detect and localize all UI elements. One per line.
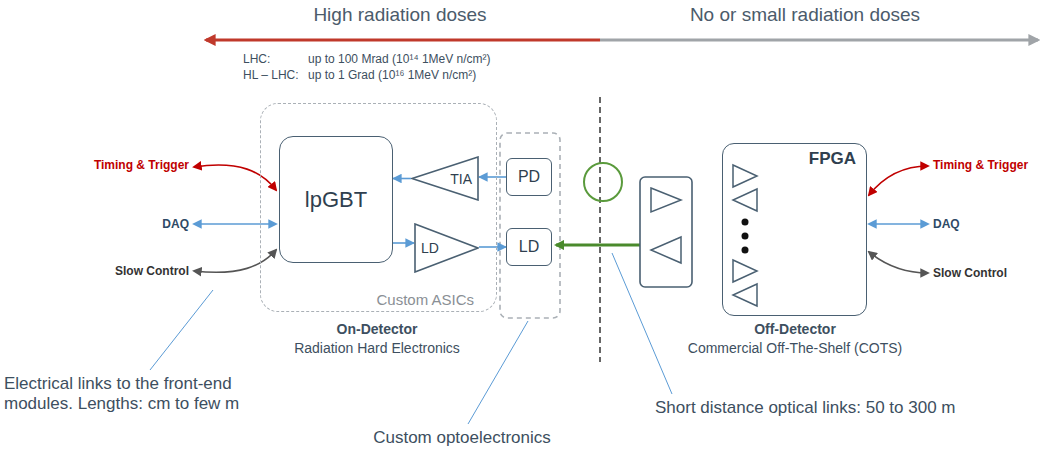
dose-value: up to 100 Mrad (10¹⁴ 1MeV n/cm²) [308, 52, 568, 66]
timing-link [869, 166, 928, 195]
section-title: On-Detector [247, 321, 507, 338]
receiver-symbol [733, 189, 757, 211]
region-heading: High radiation doses [240, 4, 560, 27]
receiver-symbol [651, 237, 681, 263]
signal-arrow [393, 242, 414, 244]
boundary-line [599, 97, 601, 362]
timing-link [194, 165, 276, 190]
ellipsis-dot [742, 219, 749, 226]
laser-box: LD [506, 228, 552, 266]
dose-value: up to 1 Grad (10¹⁶ 1MeV n/cm²) [308, 68, 568, 82]
annotation-note: Custom optoelectronics [322, 428, 602, 448]
device-name: LD [519, 238, 539, 256]
fiber-loop [584, 163, 622, 201]
signal-arrow [393, 178, 411, 180]
radiation-arrow [600, 39, 1038, 42]
machine-name: HL – LHC: [243, 68, 305, 82]
amplifier-name: LD [421, 240, 439, 256]
amplifier-symbol: TIA [411, 156, 479, 201]
region-heading: No or small radiation doses [625, 4, 985, 27]
optical-fiber [556, 244, 640, 247]
leader-line [468, 321, 528, 424]
signal-name: DAQ [933, 217, 1045, 231]
receiver-symbol [733, 284, 757, 306]
chip-box: lpGBT [279, 136, 393, 263]
ellipsis-dot [742, 247, 749, 254]
group-title: Custom ASICs [376, 291, 474, 308]
optoelectronics-box [500, 133, 560, 318]
signal-name: Slow Control [933, 266, 1045, 280]
signal-arrow [479, 176, 506, 178]
driver-symbol [733, 260, 757, 282]
daq-link [194, 223, 276, 225]
chip-name: lpGBT [305, 187, 367, 213]
driver-symbol [651, 188, 681, 212]
radiation-arrow [206, 39, 600, 42]
signal-name: Timing & Trigger [9, 158, 189, 172]
leader-line [150, 290, 213, 370]
signal-arrow [479, 246, 506, 248]
control-link [194, 250, 276, 272]
signal-name: DAQ [9, 217, 189, 231]
daq-link [869, 223, 928, 225]
machine-name: LHC: [243, 52, 305, 66]
amplifier-triangle [412, 157, 478, 200]
amplifier-triangle [415, 224, 478, 272]
signal-name: Timing & Trigger [933, 158, 1045, 172]
ellipsis-dot [742, 233, 749, 240]
section-subtitle: Radiation Hard Electronics [247, 340, 507, 357]
leader-line [612, 253, 672, 394]
annotation-note: Electrical links to the front-end module… [4, 374, 289, 415]
transceiver-box [640, 177, 692, 287]
fpga-box: FPGA [722, 143, 867, 316]
signal-name: Slow Control [9, 264, 189, 278]
control-link [869, 252, 928, 273]
photodiode-box: PD [506, 158, 552, 196]
annotation-note: Short distance optical links: 50 to 300 … [655, 398, 1045, 418]
section-subtitle: Commercial Off-The-Shelf (COTS) [645, 340, 945, 357]
section-title: Off-Detector [645, 321, 945, 338]
driver-symbol [733, 165, 757, 187]
fpga-name: FPGA [809, 149, 856, 169]
amplifier-name: TIA [450, 171, 472, 187]
amplifier-symbol: LD [414, 223, 479, 273]
device-name: PD [518, 168, 540, 186]
asic-group: Custom ASICs lpGBT TIA LD [260, 103, 497, 312]
